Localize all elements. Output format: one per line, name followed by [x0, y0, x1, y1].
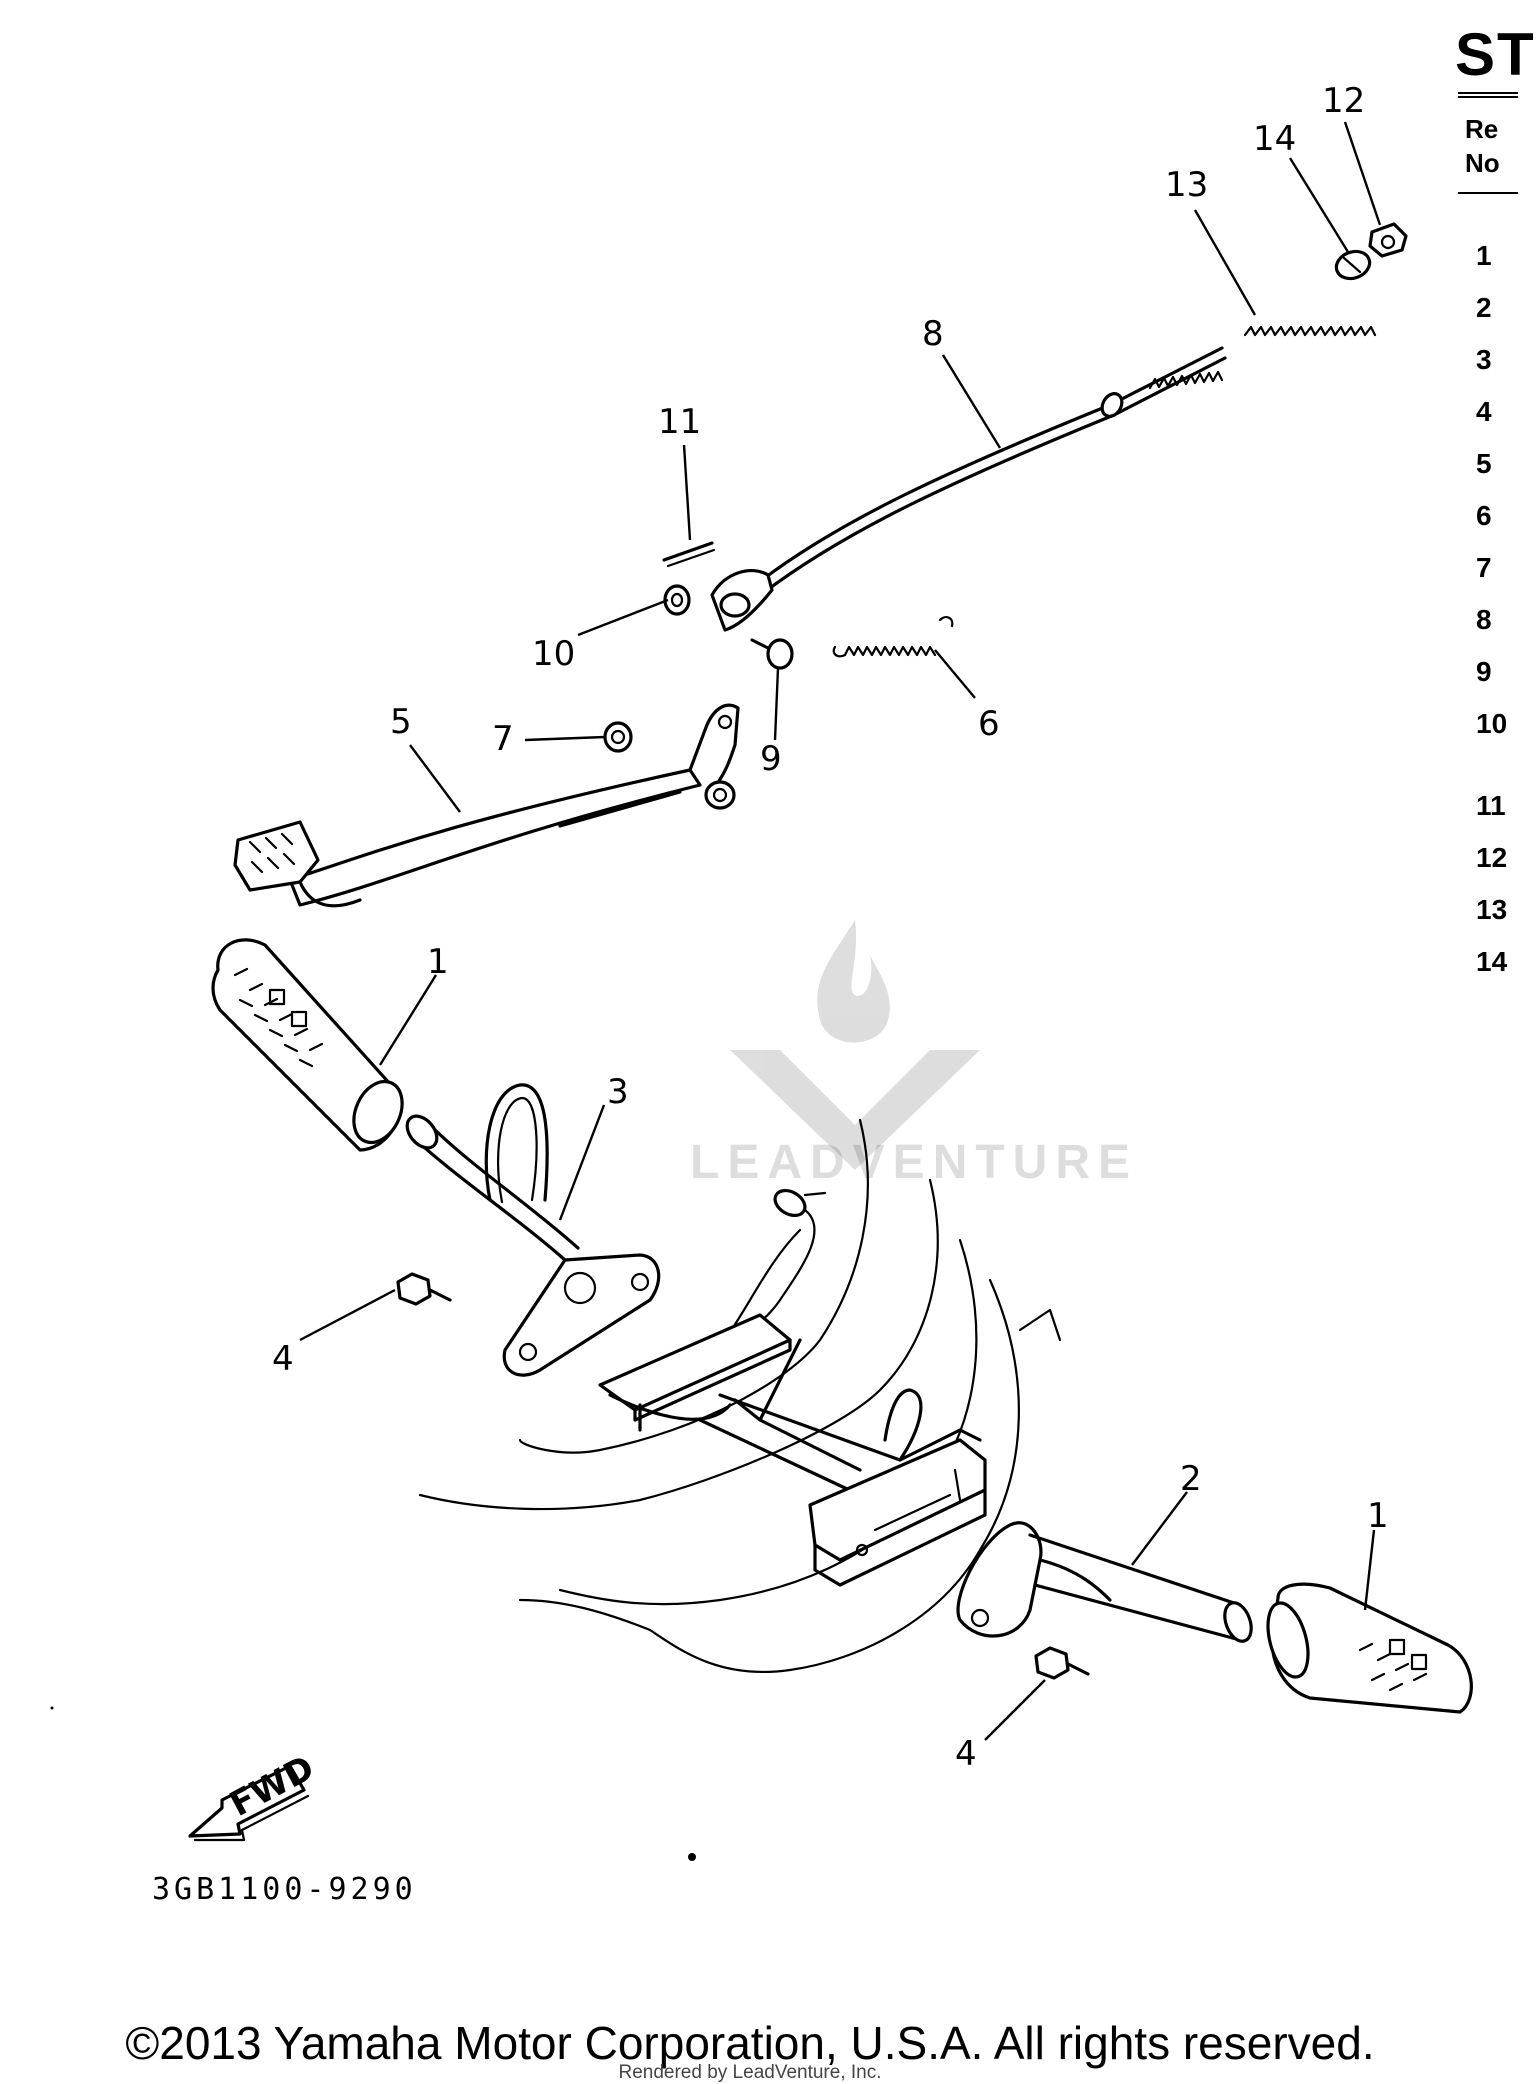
leader-lines	[299, 121, 1382, 1741]
ref-number: 12	[1476, 842, 1508, 873]
ref-number: 2	[1476, 292, 1492, 323]
part-5-brake-pedal	[233, 703, 740, 908]
ref-number: 5	[1476, 448, 1492, 479]
part-10-washer	[663, 584, 691, 616]
part-13-spring	[1243, 325, 1377, 337]
part-7-bushing	[603, 721, 633, 753]
fwd-arrow-icon: FWD	[188, 1748, 321, 1842]
rod-clevis	[710, 569, 774, 632]
ref-number: 10	[1476, 708, 1508, 739]
callout-3: 3	[607, 1072, 629, 1112]
callout-5: 5	[390, 702, 412, 742]
callout-9: 9	[760, 739, 782, 779]
ref-number: 13	[1476, 894, 1508, 925]
callout-4-upper: 4	[272, 1339, 294, 1379]
callout-6: 6	[978, 704, 1000, 744]
ref-number: 1	[1476, 240, 1492, 271]
callout-11: 11	[658, 402, 701, 442]
ref-number-list: 1 2 3 4 5 6 7 8 9 10 11 12 13 14	[1476, 230, 1507, 988]
ref-number: 7	[1476, 552, 1492, 583]
ref-number: 6	[1476, 500, 1492, 531]
callout-14: 14	[1253, 119, 1296, 159]
part-11-cotter-pin	[662, 541, 716, 568]
callout-10: 10	[532, 634, 575, 674]
leadventure-logo-watermark	[730, 920, 980, 1170]
callout-12: 12	[1322, 81, 1365, 121]
part-4-bolt-lower	[1034, 1646, 1090, 1680]
panel-rule-top-2	[1458, 96, 1518, 98]
copyright-notice: ©2013 Yamaha Motor Corporation, U.S.A. A…	[125, 2017, 1375, 2069]
panel-rule-header	[1458, 192, 1518, 194]
ref-number: 4	[1476, 396, 1492, 427]
part-9-pin	[750, 638, 794, 670]
rendered-by-notice: Rendered by LeadVenture, Inc.	[618, 2062, 882, 2083]
panel-header-no: No	[1465, 148, 1500, 178]
callout-4-lower: 4	[955, 1734, 977, 1774]
figure-code: 3GB1100-9290	[152, 1872, 417, 1907]
ref-number: 3	[1476, 344, 1492, 375]
callout-1-lower: 1	[1367, 1496, 1389, 1536]
footrest-bracket	[598, 1313, 987, 1587]
part-2-footrest-right	[956, 1521, 1253, 1643]
part-8-brake-rod	[756, 346, 1227, 596]
callout-1-upper: 1	[427, 942, 449, 982]
callout-8: 8	[922, 314, 944, 354]
callout-7: 7	[492, 719, 514, 759]
panel-title: ST	[1455, 21, 1536, 88]
parts-diagram: FWD 1 1 2 3 4 4 5 6 7 8 9 10 11 12	[50, 81, 1473, 1861]
callout-labels: 1 1 2 3 4 4 5 6 7 8 9 10 11 12 13 14	[272, 81, 1389, 1774]
part-6-return-spring	[832, 616, 954, 658]
part-14-joint	[1334, 249, 1372, 281]
part-12-adjust-nut	[1368, 222, 1408, 258]
callout-2: 2	[1180, 1459, 1202, 1499]
panel-header-ref: Re	[1465, 114, 1499, 144]
ref-number: 14	[1476, 946, 1508, 977]
part-4-bolt-upper	[396, 1272, 452, 1306]
ref-number: 8	[1476, 604, 1492, 635]
ref-number: 11	[1476, 790, 1506, 821]
part-3-footrest-left	[405, 1083, 661, 1377]
panel-rule-top	[1458, 92, 1518, 94]
part-1-footrest-rubber-lower	[1266, 1582, 1473, 1714]
ref-number: 9	[1476, 656, 1492, 687]
part-1-footrest-rubber-upper	[211, 938, 404, 1152]
callout-13: 13	[1165, 165, 1208, 205]
